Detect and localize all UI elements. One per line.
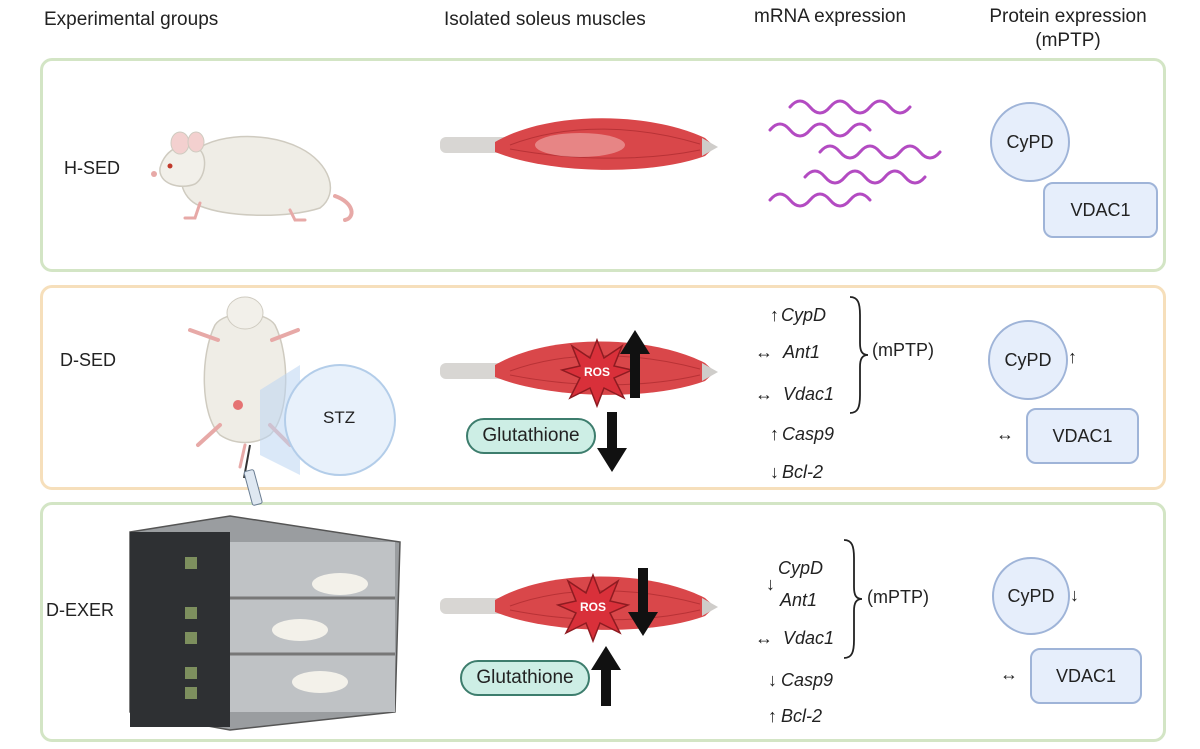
up-arrow-cypd-dsed: ↑	[770, 305, 779, 325]
group-label-dexer: D-EXER	[46, 600, 115, 620]
header-experimental-groups: Experimental groups	[44, 9, 219, 30]
mptp-label-dsed: (mPTP)	[872, 340, 934, 360]
group-label-hsed: H-SED	[64, 158, 121, 178]
gene-bcl2-dsed: Bcl-2	[782, 462, 824, 482]
both-arrow-vdac1-dexer: ↔	[755, 628, 773, 648]
mrna-icon	[768, 99, 942, 208]
arrow-up-icon	[620, 330, 650, 398]
gene-ant1-dexer: Ant1	[780, 590, 818, 610]
arrow-down-icon	[628, 568, 658, 636]
protein-vdac1-dsed: VDAC1	[1026, 408, 1139, 464]
injection-icon	[243, 364, 396, 506]
gene-ant1-dsed: Ant1	[783, 342, 821, 362]
ros-label-dexer: ROS	[580, 600, 606, 614]
both-arrow-vdac1-dsed: ↔	[755, 384, 773, 404]
gene-casp9-dsed: Casp9	[782, 424, 835, 444]
gene-vdac1-dexer: Vdac1	[783, 628, 835, 648]
down-arrow-cypd-ant1-dexer: ↓	[766, 574, 775, 594]
down-arrow-protein-cypd-dexer: ↓	[1070, 585, 1079, 605]
group-label-dsed: D-SED	[60, 350, 117, 370]
up-arrow-bcl2-dexer: ↑	[768, 706, 777, 726]
ros-label-dsed: ROS	[584, 365, 610, 379]
muscle-icon	[440, 118, 718, 170]
protein-cypd-hsed: CyPD	[990, 102, 1070, 182]
stz-label: STZ	[323, 408, 356, 427]
up-arrow-protein-cypd-dsed: ↑	[1068, 347, 1077, 367]
both-arrow-protein-vdac1-dsed: ↔	[996, 424, 1014, 444]
rat-icon	[151, 131, 354, 222]
treadmill-icon	[129, 515, 401, 731]
gene-cypd-dsed: CypD	[781, 305, 827, 325]
mptp-label-dexer: (mPTP)	[867, 587, 929, 607]
both-arrow-protein-vdac1-dexer: ↔	[1000, 664, 1018, 684]
glutathione-dexer: Glutathione	[460, 660, 590, 696]
brace-dsed	[849, 296, 869, 414]
header-mrna-expression: mRNA expression	[754, 6, 907, 27]
protein-vdac1-hsed: VDAC1	[1043, 182, 1158, 238]
protein-cypd-dexer: CyPD	[992, 557, 1070, 635]
brace-dexer	[843, 539, 863, 659]
gene-cypd-dexer: CypD	[778, 558, 824, 578]
up-arrow-casp9-dsed: ↑	[770, 424, 779, 444]
gene-bcl2-dexer: Bcl-2	[781, 706, 823, 726]
gene-vdac1-dsed: Vdac1	[783, 384, 835, 404]
ros-burst-icon: ROS	[559, 337, 635, 409]
header-protein-expression: Protein expression (mPTP)	[968, 5, 1168, 53]
panel-dexer	[40, 502, 1166, 742]
arrow-down-icon	[597, 412, 627, 472]
protein-vdac1-dexer: VDAC1	[1030, 648, 1142, 704]
panel-hsed	[40, 58, 1166, 272]
panel-dsed	[40, 285, 1166, 490]
arrow-up-icon	[591, 646, 621, 706]
gene-casp9-dexer: Casp9	[781, 670, 834, 690]
protein-cypd-dsed: CyPD	[988, 320, 1068, 400]
down-arrow-bcl2-dsed: ↓	[770, 462, 779, 482]
ros-burst-icon: ROS	[555, 572, 631, 644]
down-arrow-casp9-dexer: ↓	[768, 670, 777, 690]
header-protein-line2: (mPTP)	[1035, 30, 1101, 51]
both-arrow-ant1-dsed: ↔	[755, 342, 773, 362]
header-isolated-soleus: Isolated soleus muscles	[444, 9, 646, 30]
header-protein-line1: Protein expression	[989, 6, 1147, 27]
glutathione-dsed: Glutathione	[466, 418, 596, 454]
